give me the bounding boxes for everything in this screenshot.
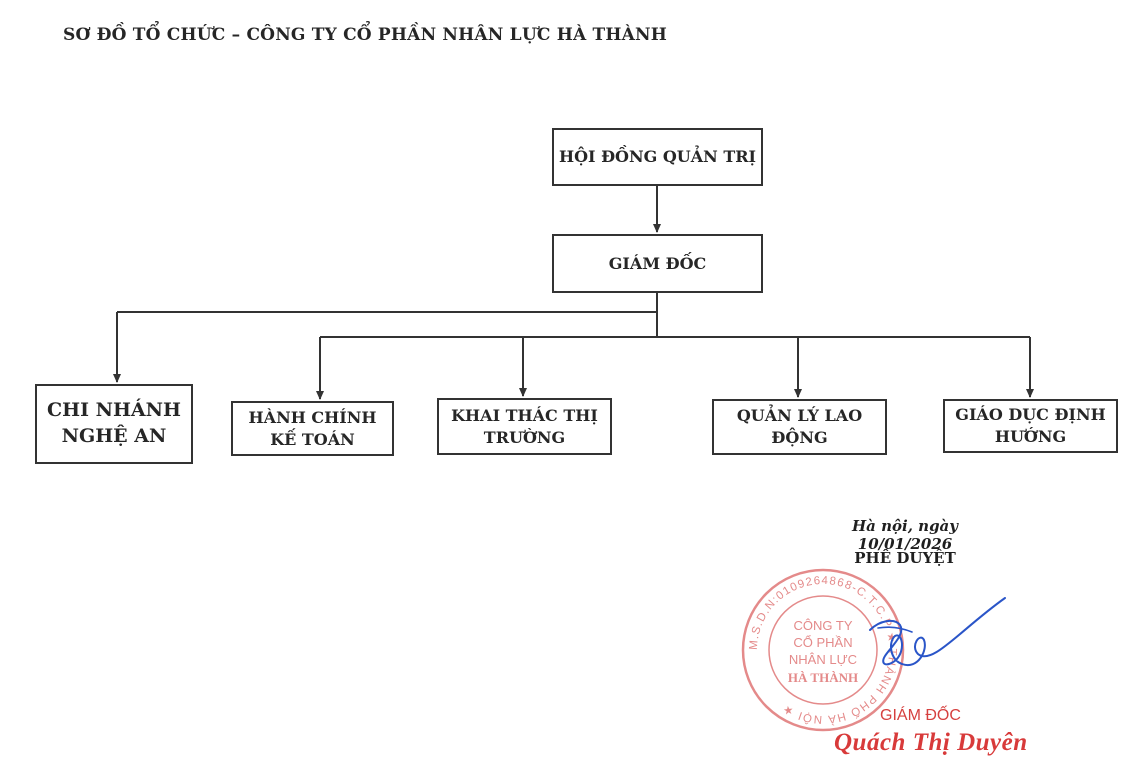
page-title: SƠ ĐỒ TỔ CHỨC – CÔNG TY CỔ PHẦN NHÂN LỰC… [63, 25, 667, 45]
company-seal: M.S.D.N:0109264868-C.T.C.P ★ THÀNH PHỐ H… [741, 568, 905, 732]
branch-nghe-an-box: CHI NHÁNH NGHỆ AN [35, 384, 193, 464]
svg-text:CÔNG TY: CÔNG TY [794, 618, 853, 633]
signer-name: Quách Thị Duyên [834, 729, 1028, 756]
svg-text:CỔ PHẦN: CỔ PHẦN [793, 635, 852, 650]
approval-label: PHÊ DUYỆT [854, 549, 956, 567]
director-signature [869, 597, 1006, 667]
labor-management-box: QUẢN LÝ LAO ĐỘNG [712, 399, 887, 455]
signer-role: GIÁM ĐỐC [880, 707, 961, 724]
admin-accounting-box: HÀNH CHÍNH KẾ TOÁN [231, 401, 394, 456]
orientation-education-box: GIÁO DỤC ĐỊNH HƯỚNG [943, 399, 1118, 453]
svg-text:HÀ THÀNH: HÀ THÀNH [788, 670, 858, 685]
director-box: GIÁM ĐỐC [552, 234, 763, 293]
board-of-directors-box: HỘI ĐỒNG QUẢN TRỊ [552, 128, 763, 186]
approval-date: Hà nội, ngày 10/01/2026 [852, 517, 958, 553]
market-development-box: KHAI THÁC THỊ TRƯỜNG [437, 398, 612, 455]
svg-text:NHÂN LỰC: NHÂN LỰC [789, 652, 857, 667]
